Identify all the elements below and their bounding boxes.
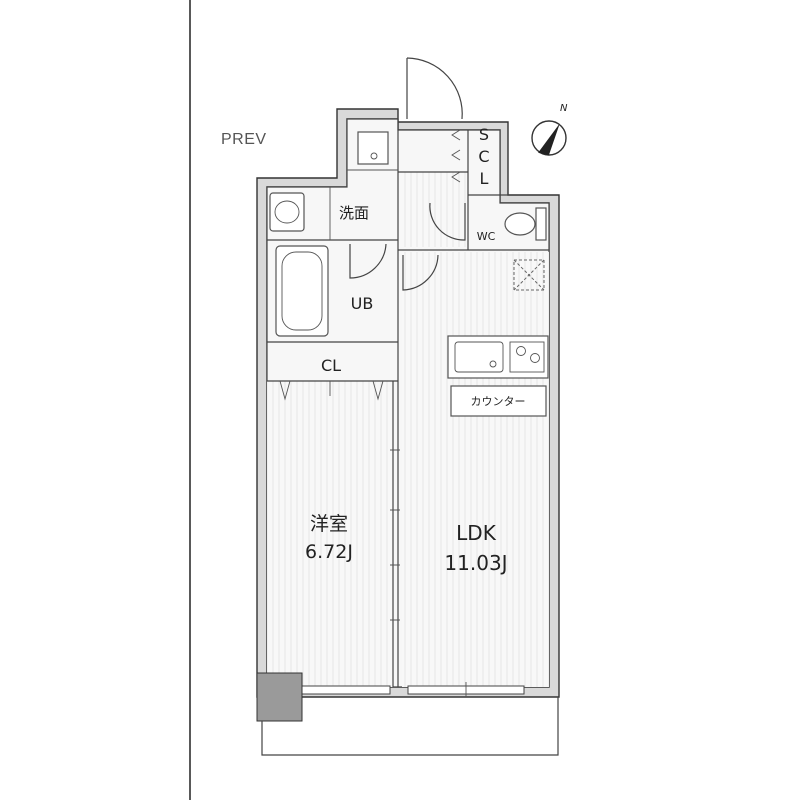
- fridge-space: [513, 259, 545, 291]
- sliding-door-ticks: [390, 449, 400, 621]
- cooktop: [509, 341, 545, 373]
- ub-door-swing: [349, 243, 387, 279]
- wc-label: WC: [477, 230, 496, 243]
- ldk-label: LDK: [456, 521, 497, 545]
- cl-door-marks: [279, 380, 384, 401]
- cl-label: CL: [321, 356, 341, 375]
- ldk-floor: [402, 252, 549, 687]
- kitchen-sink: [454, 341, 504, 373]
- counter-label: カウンター: [471, 395, 526, 408]
- fridge-space-x: [513, 259, 545, 291]
- compass-needle: [538, 123, 560, 156]
- balcony: [261, 697, 559, 756]
- compass-north-label: N: [560, 103, 568, 114]
- small-sink-drain: [370, 152, 378, 160]
- bathtub-inner: [281, 251, 323, 331]
- scl-label-c: C: [478, 147, 489, 166]
- western-room-label: 洋室: [310, 513, 348, 535]
- ldk-area: 11.03J: [444, 551, 507, 575]
- wc-door-swing: [429, 202, 466, 241]
- sink-drain: [489, 360, 497, 368]
- ub-label: UB: [351, 294, 374, 313]
- washroom-label: 洗面: [339, 204, 369, 222]
- scl-label-l: L: [480, 169, 489, 188]
- toilet-bowl: [504, 212, 536, 236]
- entrance-door-swing: [406, 57, 463, 120]
- compass: N: [531, 103, 568, 156]
- burner-2: [530, 353, 540, 363]
- compass-ring: [531, 120, 567, 156]
- bathtub: [275, 245, 329, 337]
- western-room-area: 6.72J: [305, 541, 353, 563]
- ldk-door-swing: [402, 254, 439, 291]
- prev-link[interactable]: PREV: [221, 131, 267, 148]
- washbasin-bowl: [274, 200, 300, 224]
- washbasin: [269, 192, 305, 232]
- scl-shelf-marks: [451, 129, 461, 183]
- kitchen-counter: [447, 335, 549, 379]
- window-western: [301, 685, 391, 695]
- western-room-floor: [267, 381, 393, 687]
- burner-1: [516, 346, 526, 356]
- counter-bar: [450, 385, 547, 417]
- scl-label-s: S: [479, 125, 489, 144]
- hallway-floor: [400, 172, 468, 247]
- toilet-tank: [535, 207, 547, 241]
- column: [256, 672, 303, 722]
